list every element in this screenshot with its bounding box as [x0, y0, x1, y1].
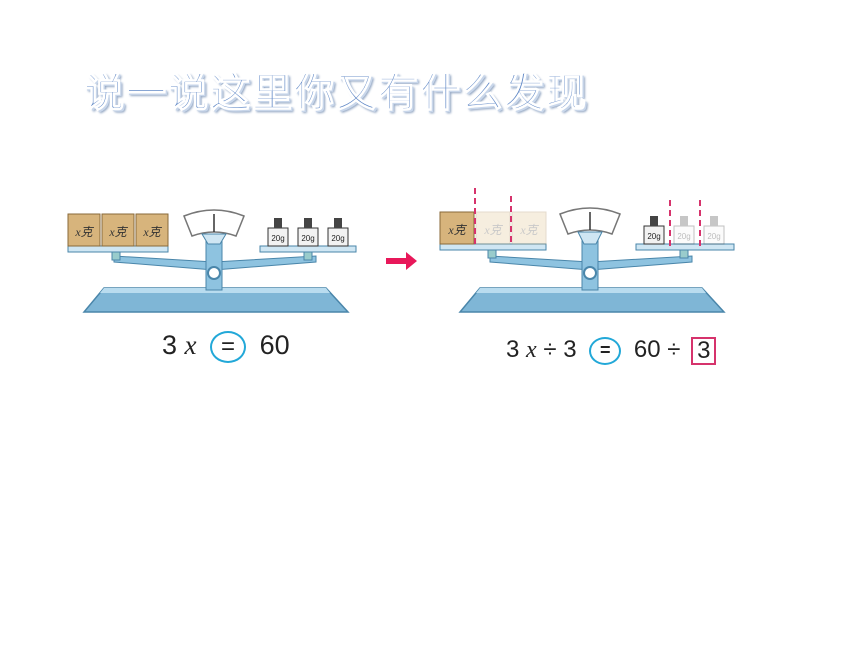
- svg-text:x克: x克: [142, 225, 162, 239]
- svg-text:20g: 20g: [301, 234, 314, 243]
- divide-sign: ÷: [667, 336, 681, 363]
- rhs-value: 60: [633, 336, 661, 363]
- page-title: 说一说这里你又有什么发现: [83, 69, 588, 116]
- x-gram-block: x克: [101, 213, 135, 247]
- right-balance-scale: x克 x克 x克 20g 20g 20g: [436, 186, 746, 316]
- x-gram-block-faded: x克: [511, 211, 547, 245]
- coefficient: 3: [162, 330, 178, 360]
- right-arrow-icon: [386, 251, 418, 276]
- answer-box[interactable]: 3: [691, 336, 717, 365]
- equation-original: 3 x = 60: [162, 330, 290, 363]
- equals-sign: =: [589, 336, 622, 365]
- variable-x: x: [526, 337, 537, 363]
- svg-text:x克: x克: [108, 225, 128, 239]
- x-gram-block: x克: [439, 211, 475, 245]
- weight-20g: 20g: [267, 218, 289, 247]
- x-gram-block: x克: [67, 213, 101, 247]
- x-gram-block: x克: [135, 213, 169, 247]
- weight-20g: 20g: [297, 218, 319, 247]
- svg-text:20g: 20g: [677, 232, 690, 241]
- divide-term: ÷ 3: [543, 336, 577, 363]
- svg-text:x克: x克: [483, 223, 503, 237]
- rhs-value: 60: [259, 330, 290, 360]
- weight-20g-faded: 20g: [673, 216, 695, 245]
- variable-x: x: [184, 330, 197, 360]
- weight-20g: 20g: [643, 216, 665, 245]
- weight-20g: 20g: [327, 218, 349, 247]
- svg-text:20g: 20g: [271, 234, 284, 243]
- svg-text:x克: x克: [74, 225, 94, 239]
- equation-divided: 3 x ÷ 3 = 60 ÷ 3: [506, 336, 717, 365]
- svg-text:x克: x克: [447, 223, 467, 237]
- equals-sign: =: [210, 330, 247, 363]
- svg-text:20g: 20g: [707, 232, 720, 241]
- svg-text:20g: 20g: [331, 234, 344, 243]
- coefficient: 3: [506, 336, 520, 363]
- weight-20g-faded: 20g: [703, 216, 725, 245]
- svg-text:20g: 20g: [647, 232, 660, 241]
- left-balance-scale: x克 x克 x克 20g 20g 20g: [64, 200, 364, 320]
- x-gram-block-faded: x克: [475, 211, 511, 245]
- svg-text:x克: x克: [519, 223, 539, 237]
